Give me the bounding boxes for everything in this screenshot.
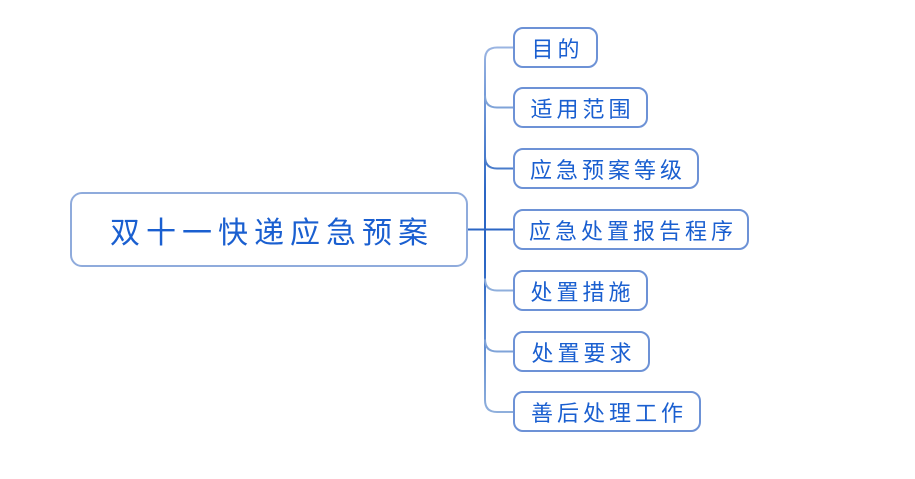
- node-label: 处置要求: [531, 340, 636, 366]
- root-node-label: 双十一快递应急预案: [110, 216, 434, 250]
- connector-branch-2: [484, 95, 513, 109]
- node-label: 善后处理工作: [530, 400, 687, 426]
- mindmap-node-scope[interactable]: 适用范围: [513, 87, 648, 128]
- node-label: 应急处置报告程序: [528, 218, 737, 244]
- connector-branch-6: [484, 339, 513, 353]
- mindmap-node-plan-level[interactable]: 应急预案等级: [513, 148, 699, 189]
- node-label: 适用范围: [530, 96, 635, 122]
- connector-branch-5: [484, 278, 513, 292]
- node-label: 应急预案等级: [529, 157, 686, 183]
- mindmap-node-requirements[interactable]: 处置要求: [513, 331, 650, 372]
- mindmap-node-purpose[interactable]: 目的: [513, 27, 598, 68]
- node-label: 目的: [531, 36, 584, 62]
- node-label: 处置措施: [530, 279, 635, 305]
- mindmap-node-report-procedure[interactable]: 应急处置报告程序: [513, 209, 749, 250]
- mindmap-node-aftermath[interactable]: 善后处理工作: [513, 391, 701, 432]
- connector-branch-3: [484, 156, 513, 170]
- mindmap-root-node[interactable]: 双十一快递应急预案: [70, 192, 468, 267]
- mindmap-node-measures[interactable]: 处置措施: [513, 270, 648, 311]
